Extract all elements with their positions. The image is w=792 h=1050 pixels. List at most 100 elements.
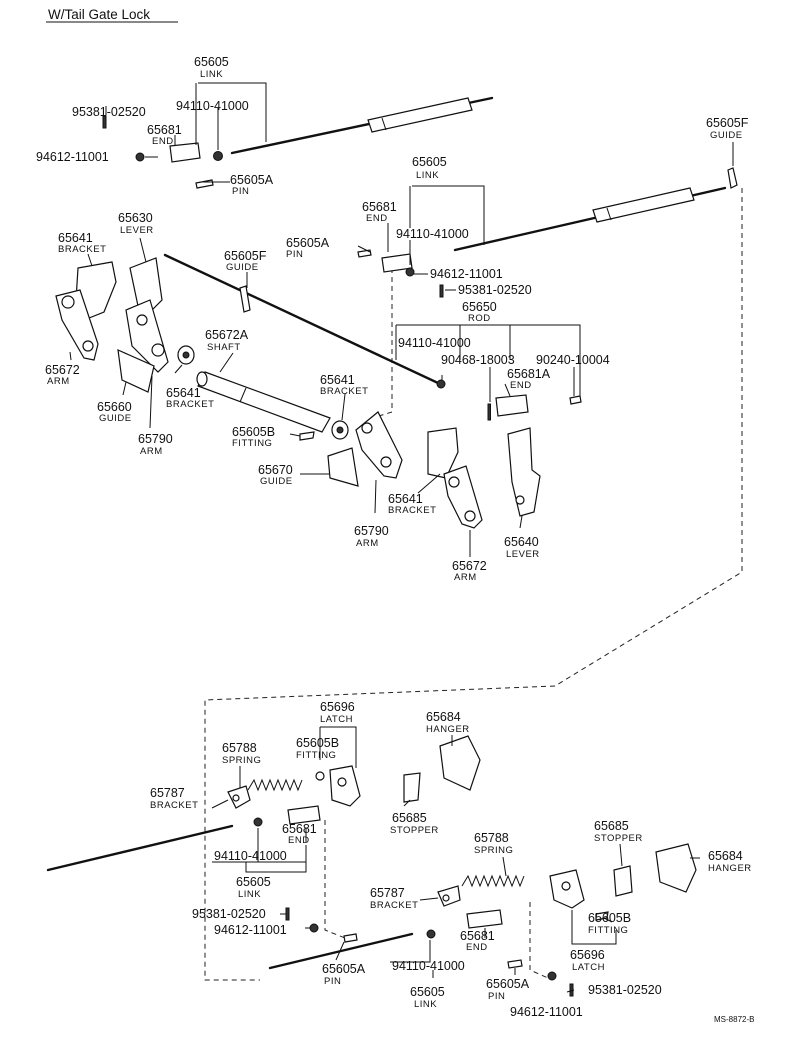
label-65685-stopper-a-part: 65685	[392, 811, 427, 825]
label-65685-stopper-b-part: 65685	[594, 819, 629, 833]
label-65672-arm-b-part: 65672	[452, 559, 487, 573]
label-65790-arm-b-part: 65790	[354, 524, 389, 538]
label-65641-bracket-a-part: 65641	[58, 231, 93, 245]
label-65641-bracket-d-part: 65641	[388, 492, 423, 506]
label-94110-a: 94110-41000	[176, 99, 249, 113]
guide-clip-right	[727, 167, 738, 189]
rod-lower-middle	[268, 932, 414, 970]
label-65605-link-b-part: 65605	[412, 155, 447, 169]
label-65670-guide-part: 65670	[258, 463, 293, 477]
label-65787-bracket-a-part: 65787	[150, 786, 185, 800]
label-65684-hanger-a-name: HANGER	[426, 724, 470, 735]
drawing-code: MS-8872-B	[714, 1015, 754, 1024]
leader-lines	[69, 82, 734, 993]
label-95381-b: 95381-02520	[458, 283, 532, 297]
label-65605f-guide-m-part: 65605F	[224, 249, 267, 263]
label-65605-link-d-part: 65605	[410, 985, 445, 999]
center-arm-assembly	[327, 411, 403, 487]
label-65672-arm-b-name: ARM	[454, 572, 477, 583]
label-65605a-pin-d-name: PIN	[488, 991, 505, 1002]
label-94612-b: 94612-11001	[430, 267, 503, 281]
diagram-title: W/Tail Gate Lock	[48, 7, 150, 22]
label-65788-spring-b-name: SPRING	[474, 845, 513, 856]
label-65605-link-c-name: LINK	[238, 889, 261, 900]
label-90240: 90240-10004	[536, 353, 610, 367]
assembly-outline	[204, 188, 743, 981]
label-65681-end-b-name: END	[366, 213, 388, 224]
label-95381-d: 95381-02520	[588, 983, 662, 997]
label-65696-latch-a-part: 65696	[320, 700, 355, 714]
label-65788-spring-a-part: 65788	[222, 741, 257, 755]
label-94110-c: 94110-41000	[398, 336, 471, 350]
label-65605a-pin-a-part: 65605A	[230, 173, 274, 187]
label-65641-bracket-b-name: BRACKET	[166, 399, 214, 410]
label-65605-link-name: LINK	[200, 69, 223, 80]
label-94110-d: 94110-41000	[214, 849, 287, 863]
label-65681a-end-part: 65681A	[507, 367, 551, 381]
label-65641-bracket-c-part: 65641	[320, 373, 355, 387]
label-65685-stopper-b-name: STOPPER	[594, 833, 643, 844]
label-65672a-shaft-name: SHAFT	[207, 342, 241, 353]
label-65605b-fitting-c-part: 65605B	[588, 911, 631, 925]
label-65788-spring-b-part: 65788	[474, 831, 509, 845]
label-65605a-pin-c-name: PIN	[324, 976, 341, 987]
label-65681-end-d-part: 65681	[460, 929, 495, 943]
label-65660-guide-part: 65660	[97, 400, 132, 414]
label-65696-latch-b-name: LATCH	[572, 962, 605, 973]
label-94110-b: 94110-41000	[396, 227, 469, 241]
label-95381-a: 95381-02520	[72, 105, 146, 119]
label-65681-end-d-name: END	[466, 942, 488, 953]
label-65641-bracket-b-part: 65641	[166, 386, 201, 400]
rod-65650	[163, 253, 440, 385]
label-65681-end-b-part: 65681	[362, 200, 397, 214]
label-65630-lever-part: 65630	[118, 211, 153, 225]
label-65681-end-c-name: END	[288, 835, 310, 846]
label-65681-end-a-name: END	[152, 136, 174, 147]
label-65681-end-a-part: 65681	[147, 123, 182, 137]
label-65790-arm-a-name: ARM	[140, 446, 163, 457]
link-rod-upper	[230, 96, 494, 155]
label-65787-bracket-b-name: BRACKET	[370, 900, 418, 911]
label-65605b-fitting-a-part: 65605B	[232, 425, 275, 439]
label-65790-arm-a-part: 65790	[138, 432, 173, 446]
lower-right-latch-assembly	[437, 843, 697, 909]
label-65605f-guide-m-name: GUIDE	[226, 262, 259, 273]
label-65684-hanger-b-part: 65684	[708, 849, 743, 863]
label-65630-lever-name: LEVER	[120, 225, 154, 236]
label-94612-c: 94612-11001	[214, 923, 287, 937]
label-65641-bracket-c-name: BRACKET	[320, 386, 368, 397]
label-65684-hanger-a-part: 65684	[426, 710, 461, 724]
right-bracket-lever-assembly	[427, 427, 541, 529]
guide-clip-65605f	[239, 285, 251, 313]
label-65605-link-c-part: 65605	[236, 875, 271, 889]
rod-lower-left	[46, 824, 234, 872]
label-65670-guide-name: GUIDE	[260, 476, 293, 487]
shaft-65672a	[196, 371, 331, 433]
label-65605a-pin-c-part: 65605A	[322, 962, 366, 976]
hardware	[102, 115, 609, 997]
label-65605a-pin-a-name: PIN	[232, 186, 249, 197]
label-65681-end-c-part: 65681	[282, 822, 317, 836]
label-65641-bracket-a-name: BRACKET	[58, 244, 106, 255]
label-65605f-guide-r-part: 65605F	[706, 116, 749, 130]
label-65605b-fitting-a-name: FITTING	[232, 438, 272, 449]
label-65605f-guide-r-name: GUIDE	[710, 130, 743, 141]
label-65605-link-b-name: LINK	[416, 170, 439, 181]
label-94612-d: 94612-11001	[510, 1005, 583, 1019]
label-65650-rod-part: 65650	[462, 300, 497, 314]
label-65672-arm-a-name: ARM	[47, 376, 70, 387]
label-65672-arm-a-part: 65672	[45, 363, 80, 377]
label-65605-link-part: 65605	[194, 55, 229, 69]
label-65640-lever-name: LEVER	[506, 549, 540, 560]
label-65640-lever-part: 65640	[504, 535, 539, 549]
link-rod-middle	[453, 186, 727, 252]
label-94110-e: 94110-41000	[392, 959, 465, 973]
label-94612-a: 94612-11001	[36, 150, 109, 164]
part-labels: 65605 LINK 94110-41000 95381-02520 65681…	[36, 55, 754, 1024]
label-65605b-fitting-b-part: 65605B	[296, 736, 339, 750]
label-65696-latch-a-name: LATCH	[320, 714, 353, 725]
label-65605a-pin-d-part: 65605A	[486, 977, 530, 991]
label-65787-bracket-a-name: BRACKET	[150, 800, 198, 811]
label-65787-bracket-b-part: 65787	[370, 886, 405, 900]
